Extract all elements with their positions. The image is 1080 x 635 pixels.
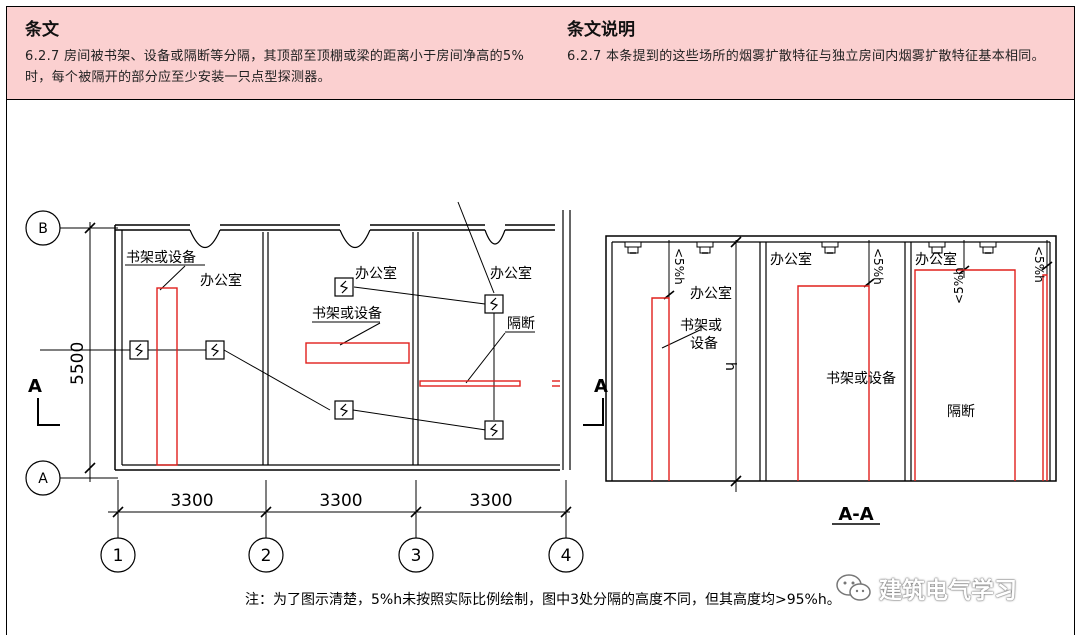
ceiling-detector-3 [821, 241, 839, 254]
dimension-width-1: 3300 [170, 491, 213, 511]
section-mark-right [583, 398, 604, 426]
axis-label-3: 3 [411, 546, 422, 566]
watermark-text: 建筑电气学习 [879, 578, 1017, 604]
dimension-height: 5500 [68, 342, 88, 385]
room-label-plan-3: 办公室 [490, 265, 532, 282]
section-label-right: A [594, 376, 608, 397]
partition-label-section: 隔断 [947, 404, 975, 420]
explanation-text: 6.2.7 本条提到的这些场所的烟雾扩散特征与独立房间内烟雾扩散特征基本相同。 [567, 49, 1045, 64]
ceiling-detector-1 [624, 241, 642, 254]
section-mark-left [37, 398, 60, 426]
room-label-section-2: 办公室 [770, 251, 812, 268]
drawing-frame [6, 100, 1075, 635]
bookshelf-label-plan-1: 书架或设备 [126, 249, 196, 266]
door-swing-2 [339, 229, 371, 249]
height-label: h [722, 362, 738, 371]
bookshelf-plan-1 [156, 287, 178, 466]
clause-header: 条文 6.2.7 房间被书架、设备或隔断等分隔，其顶部至顶棚或梁的距离小于房间净… [6, 6, 1075, 100]
section-view [605, 235, 1057, 525]
explanation-column: 条文说明 6.2.7 本条提到的这些场所的烟雾扩散特征与独立房间内烟雾扩散特征基… [567, 15, 1067, 67]
axis-label-2: 2 [261, 546, 272, 566]
axis-label-1: 1 [113, 546, 124, 566]
bookshelf-label-section-line1: 书架或 [680, 318, 722, 334]
room-label-plan-1: 办公室 [200, 272, 242, 289]
dimension-width-3: 3300 [469, 491, 512, 511]
gap-label-3: <5%h [952, 267, 966, 304]
axis-label-4: 4 [561, 546, 572, 566]
smoke-detector-plan-1 [129, 340, 149, 360]
explanation-title: 条文说明 [567, 20, 635, 40]
bookshelf-plan-2 [305, 342, 410, 364]
smoke-detector-plan-3 [334, 277, 354, 297]
section-red-elements [651, 269, 1048, 481]
room-label-plan-2: 办公室 [355, 265, 397, 282]
gap-label-1: <5%h [672, 248, 686, 285]
drawing-note: 注：为了图示清楚，5%h未按照实际比例绘制，图中3处分隔的高度不同，但其高度均>… [245, 591, 841, 608]
clause-text: 6.2.7 房间被书架、设备或隔断等分隔，其顶部至顶棚或梁的距离小于房间净高的5… [25, 49, 525, 85]
smoke-detector-plan-6 [484, 420, 504, 440]
bookshelf-section-small [651, 297, 670, 481]
wechat-icon [836, 574, 871, 601]
smoke-detector-plan-4 [334, 400, 354, 420]
door-swing-1 [189, 229, 221, 249]
section-label-left: A [28, 376, 42, 397]
room-label-section-3: 办公室 [915, 251, 957, 268]
partition-section-right [1042, 274, 1048, 481]
partition-label-plan: 隔断 [507, 316, 535, 332]
dimension-width-2: 3300 [319, 491, 362, 511]
smoke-detector-plan-5 [484, 294, 504, 314]
floor-plan [25, 201, 604, 573]
ceiling-detector-2 [696, 241, 714, 254]
section-title: A-A [838, 504, 873, 525]
bookshelf-label-section-line2: 设备 [690, 335, 718, 352]
bookshelf-section [797, 285, 870, 481]
bookshelf-label-plan-2: 书架或设备 [312, 305, 382, 322]
plan-red-elements [156, 287, 560, 466]
clause-title: 条文 [25, 20, 59, 40]
bookshelf-label-section: 书架或设备 [826, 370, 896, 387]
axis-label-A: A [38, 471, 48, 487]
gap-label-4: <5%h [1032, 246, 1046, 283]
gap-label-2: <5%h [871, 248, 885, 285]
room-label-section-1: 办公室 [690, 285, 732, 302]
watermark: 建筑电气学习 [835, 570, 1017, 606]
door-swing-3 [484, 229, 506, 245]
axis-label-B: B [38, 221, 48, 237]
smoke-detector-plan-2 [205, 340, 225, 360]
partition-section [914, 269, 1016, 481]
partition-plan [419, 380, 521, 387]
clause-column: 条文 6.2.7 房间被书架、设备或隔断等分隔，其顶部至顶棚或梁的距离小于房间净… [25, 15, 545, 88]
ceiling-detector-5 [979, 241, 997, 254]
